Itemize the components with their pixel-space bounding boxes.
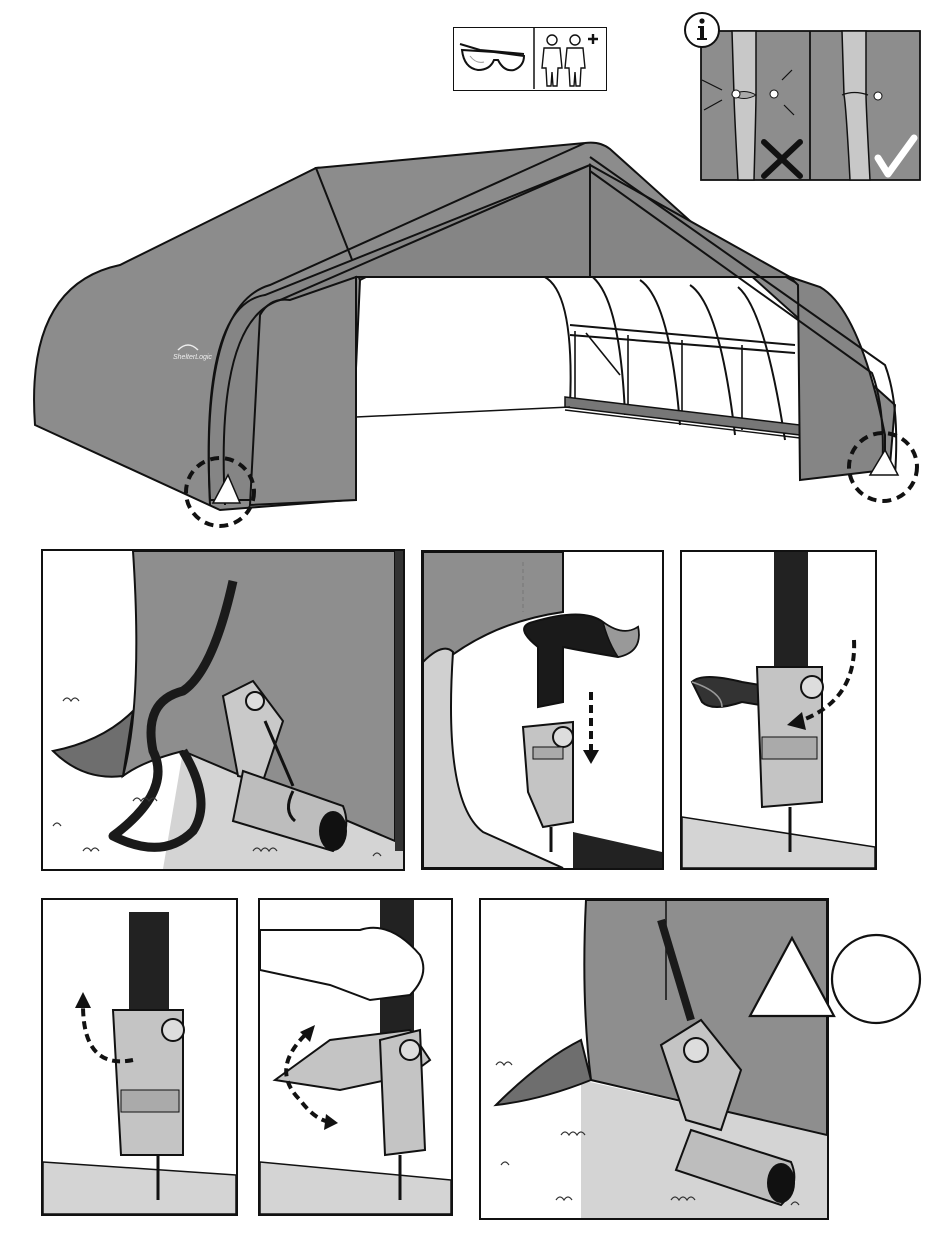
ratchet-buckle — [757, 667, 823, 852]
two-person-plus-icon — [542, 34, 598, 86]
warning-circle-icon — [832, 935, 920, 1023]
step-1-panel — [41, 549, 405, 871]
shelter-brand-text: ShelterLogic — [173, 354, 212, 361]
hand — [260, 928, 423, 1000]
safety-icons-box — [453, 27, 607, 91]
safety-glasses-icon — [460, 44, 524, 70]
step-4-panel — [41, 898, 238, 1216]
warning-symbols — [748, 932, 924, 1028]
warning-triangle-icon — [750, 938, 834, 1016]
info-icon — [685, 13, 719, 47]
step-3-panel — [680, 550, 877, 870]
step-5-panel — [258, 898, 453, 1216]
shelter-illustration: ShelterLogic — [30, 135, 925, 535]
step-2-panel — [421, 550, 664, 870]
down-arrow — [583, 692, 599, 764]
ratchet-buckle — [523, 722, 573, 852]
